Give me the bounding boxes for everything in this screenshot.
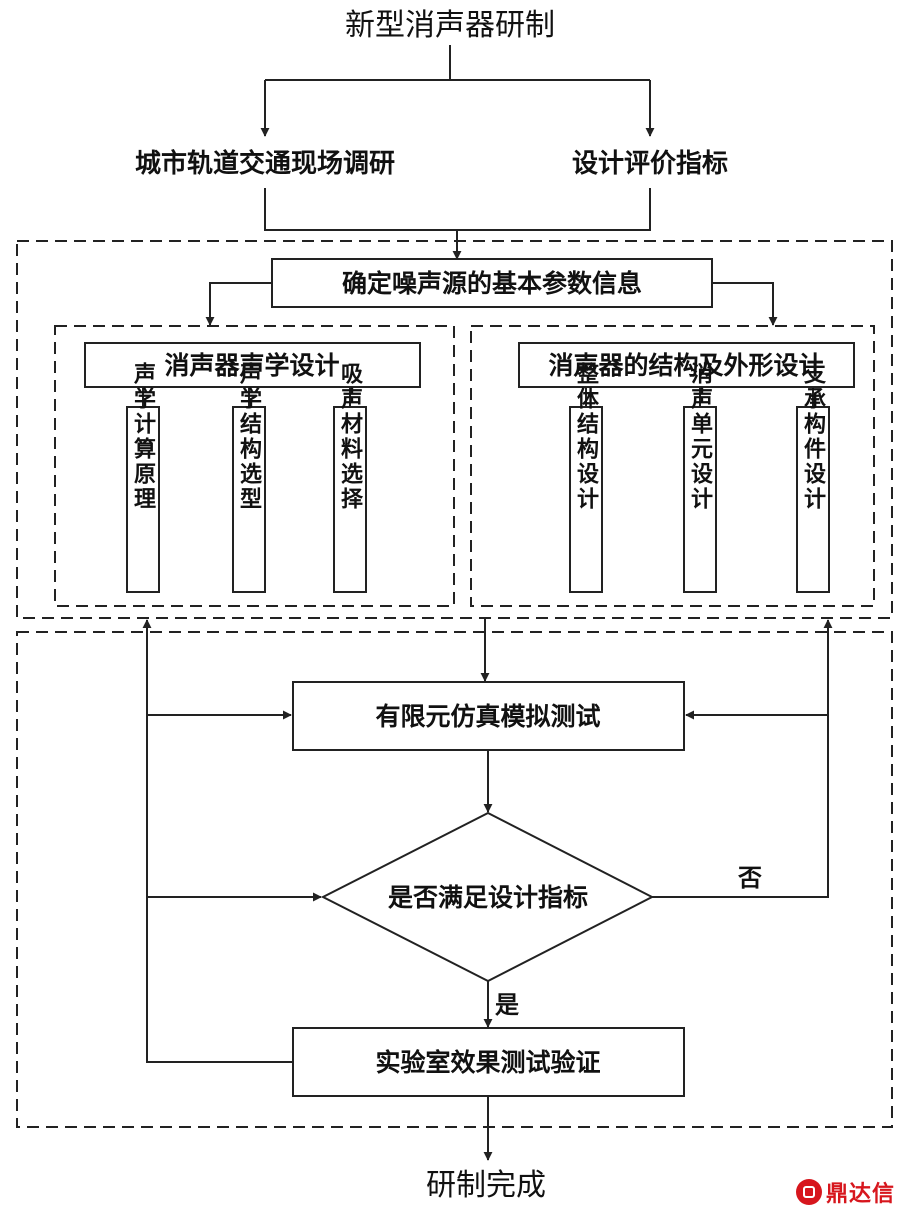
acoustic-design-box [84, 342, 421, 388]
structure-item-3-box [796, 406, 830, 593]
noise-source-box [271, 258, 713, 308]
decision-yes-label: 是 [495, 990, 519, 1019]
acoustic-item-2-box [232, 406, 266, 593]
simulation-box [292, 681, 685, 751]
structure-design-title: 消声器的结构及外形设计 [548, 351, 823, 380]
structure-item-1-label: 整体结构设计 [573, 361, 599, 512]
title-split-connector [260, 45, 655, 137]
structure-items-connector [585, 387, 814, 407]
structure-design-box [518, 342, 855, 388]
finish-label: 研制完成 [426, 1168, 546, 1203]
watermark-text: 鼎达信 [826, 1182, 896, 1207]
design-criteria-label: 设计评价指标 [572, 149, 728, 179]
structure-item-2-label: 消声单元设计 [687, 362, 714, 512]
acoustic-item-3-box [333, 406, 367, 593]
acoustic-item-1-label: 声学计算原理 [130, 362, 157, 512]
structure-item-2-box [683, 406, 717, 593]
structure-item-1-box [569, 406, 603, 593]
watermark-logo: 鼎达信 [796, 1177, 895, 1207]
lab-test-label: 实验室效果测试验证 [375, 1048, 600, 1077]
structure-item-3-label: 支承构件设计 [800, 362, 826, 512]
acoustic-design-title: 消声器声学设计 [164, 351, 339, 380]
simulation-label: 有限元仿真模拟测试 [375, 702, 600, 731]
decision-no-label: 否 [737, 863, 762, 892]
left-feedback-line [142, 619, 293, 1063]
acoustic-item-3-label: 吸声材料选择 [337, 362, 364, 512]
watermark-logo-icon [796, 1179, 822, 1205]
structure-design-region [470, 325, 875, 607]
noise-source-branch-connector [205, 282, 778, 326]
decision-no-feedback-line [652, 619, 833, 898]
design-phase-region [16, 240, 893, 619]
diagram-title: 新型消声器研制 [345, 8, 555, 43]
acoustic-item-2-label: 声学结构选型 [236, 362, 263, 512]
lab-test-box [292, 1027, 685, 1097]
inputs-merge-connector [264, 188, 651, 260]
acoustic-item-1-box [126, 406, 160, 593]
acoustic-design-region [54, 325, 455, 607]
acoustic-items-connector [142, 387, 351, 407]
noise-source-label: 确定噪声源的基本参数信息 [342, 269, 642, 298]
decision-question-label: 是否满足设计指标 [388, 883, 588, 912]
field-survey-label: 城市轨道交通现场调研 [135, 148, 395, 179]
verification-phase-region [16, 631, 893, 1128]
